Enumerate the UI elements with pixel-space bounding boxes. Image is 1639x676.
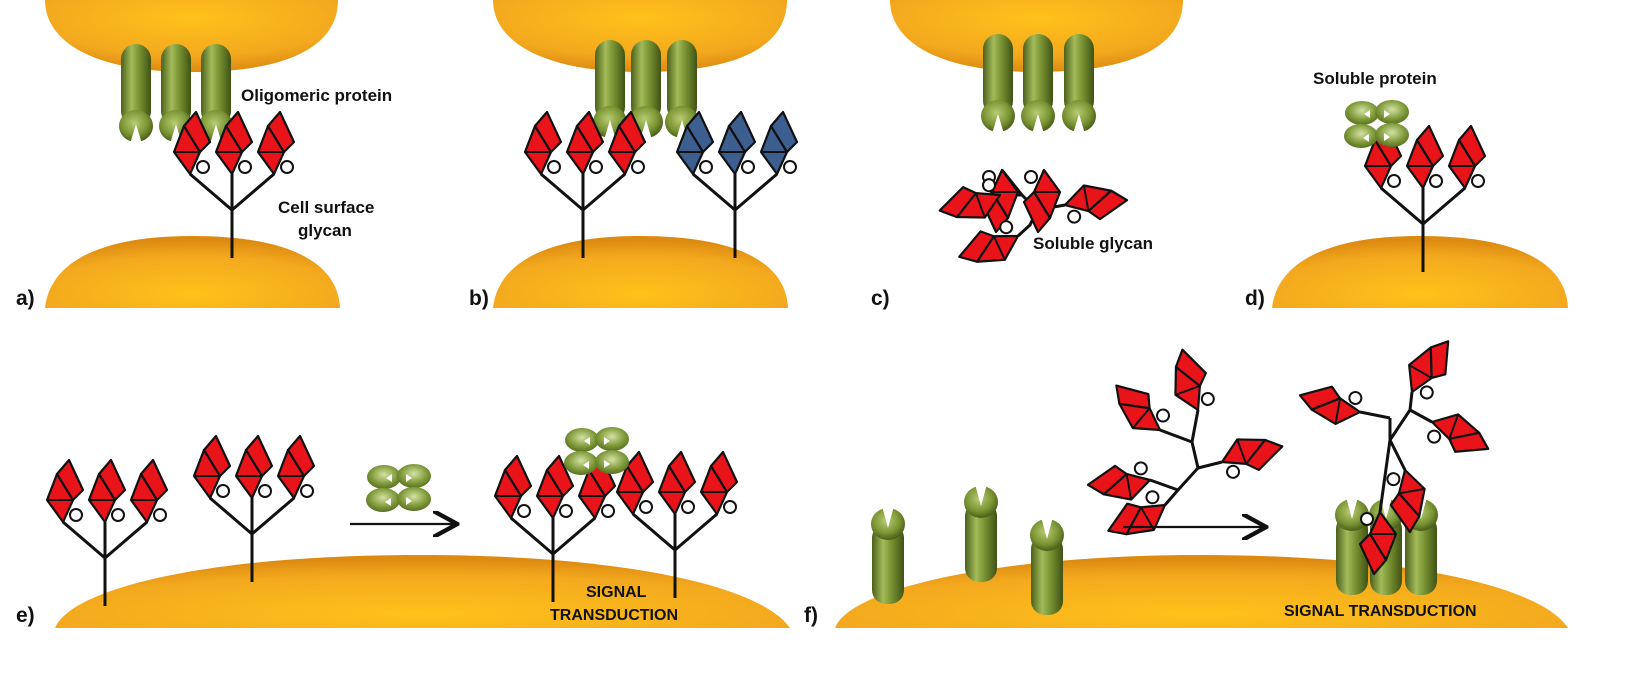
glycan-tree-icon (525, 112, 645, 258)
panel-a: Oligomeric protein Cell surface glycan a… (16, 0, 392, 310)
panel-d: Soluble protein d) (1245, 69, 1568, 310)
oligomeric-protein-icon (119, 44, 233, 144)
receptor-protein-icon (1030, 517, 1064, 615)
panel-c: Soluble glycan c) (871, 0, 1183, 310)
bottom-cell-membrane (493, 236, 788, 308)
cell-surface-glycan-label-line2: glycan (298, 221, 352, 240)
panel-label-e: e) (16, 604, 35, 627)
signal-transduction-label: SIGNAL TRANSDUCTION (1284, 603, 1477, 620)
bound-glycan-icon (1295, 329, 1497, 576)
panel-label-d: d) (1245, 287, 1265, 310)
oligomeric-protein-icon (593, 40, 699, 140)
oligomeric-protein-label: Oligomeric protein (241, 86, 392, 105)
oligomeric-protein-icon (981, 34, 1096, 134)
panel-label-f: f) (804, 604, 818, 627)
soluble-protein-icon (366, 464, 431, 512)
top-cell-membrane (45, 0, 338, 72)
cell-surface-glycan-label-line1: Cell surface (278, 198, 374, 217)
soluble-glycan-label: Soluble glycan (1033, 234, 1153, 253)
soluble-protein-icon (564, 427, 629, 475)
receptor-protein-icon (871, 506, 905, 604)
signal-transduction-label-line1: SIGNAL (586, 584, 647, 601)
cell-membrane (55, 555, 790, 628)
soluble-protein-icon (1344, 100, 1409, 148)
bottom-cell-membrane (1272, 236, 1568, 308)
panel-label-c: c) (871, 287, 890, 310)
panel-f: SIGNAL TRANSDUCTION f) (804, 329, 1568, 628)
bottom-cell-membrane (45, 236, 340, 308)
panel-e: SIGNAL TRANSDUCTION e) (16, 427, 790, 628)
top-cell-membrane (493, 0, 787, 72)
signal-transduction-label-line2: TRANSDUCTION (550, 607, 678, 624)
soluble-protein-label: Soluble protein (1313, 69, 1437, 88)
blue-glycan-tree-icon (677, 112, 797, 258)
panel-label-a: a) (16, 287, 35, 310)
panel-label-b: b) (469, 287, 489, 310)
soluble-glycan-icon (1084, 343, 1289, 551)
receptor-protein-icon (964, 484, 998, 582)
panel-b: b) (469, 0, 797, 310)
soluble-glycan-icon (933, 168, 1131, 278)
